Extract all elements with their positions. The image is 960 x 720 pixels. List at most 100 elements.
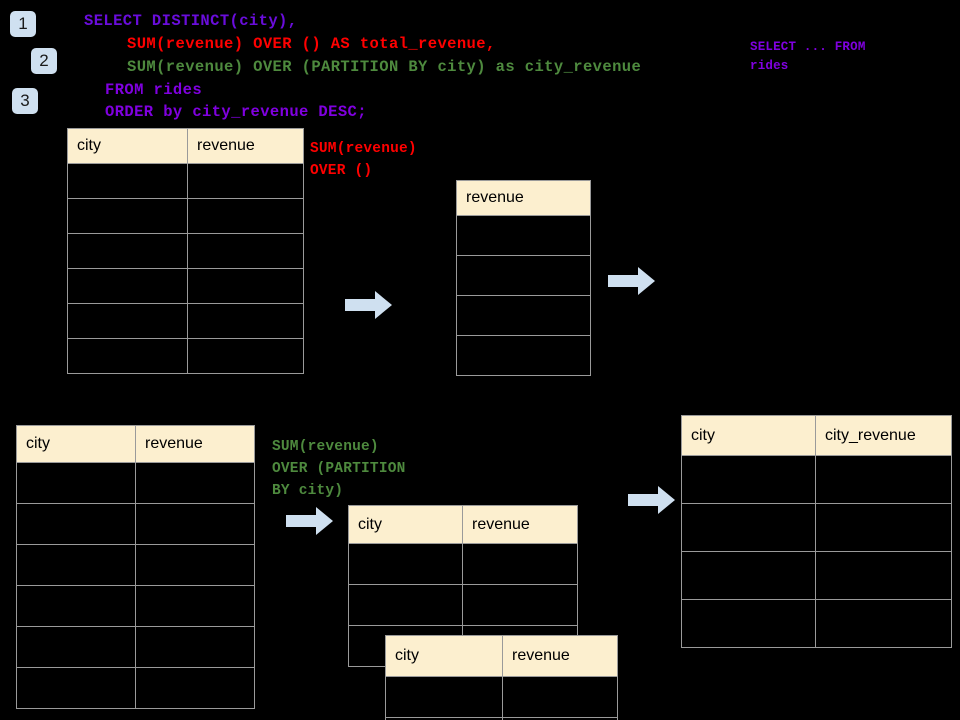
table-cell-empty bbox=[456, 335, 591, 376]
table-row bbox=[681, 503, 952, 552]
table-header-row: revenue bbox=[456, 180, 591, 216]
table-cell-empty bbox=[67, 303, 188, 339]
table-row bbox=[67, 268, 304, 304]
table-cell-empty bbox=[681, 599, 816, 648]
table-cell-empty bbox=[815, 503, 952, 552]
column-header-revenue: revenue bbox=[187, 128, 304, 164]
line-from-rides: FROM rides bbox=[105, 81, 203, 99]
column-header-city: city bbox=[67, 128, 188, 164]
table-row bbox=[681, 455, 952, 504]
table-cell-empty bbox=[135, 544, 255, 586]
table-row bbox=[348, 584, 578, 626]
table-row bbox=[681, 551, 952, 600]
table-cell-empty bbox=[462, 584, 578, 626]
table-cell-empty bbox=[348, 543, 463, 585]
table-cell-empty bbox=[135, 503, 255, 545]
table-row bbox=[16, 626, 255, 668]
table-cell-empty bbox=[187, 198, 304, 234]
note-select-from-rides: SELECT ... FROM rides bbox=[750, 40, 866, 73]
column-header-city: city bbox=[681, 415, 816, 456]
line-sum-over-total: SUM(revenue) OVER () AS total_revenue, bbox=[127, 35, 496, 53]
table-cell-empty bbox=[187, 303, 304, 339]
table-cell-empty bbox=[16, 503, 136, 545]
flow-arrow-top-left bbox=[345, 291, 392, 319]
table-cell-empty bbox=[67, 198, 188, 234]
table-cell-empty bbox=[67, 233, 188, 269]
table-cell-empty bbox=[16, 544, 136, 586]
table-row bbox=[67, 303, 304, 339]
table-cell-empty bbox=[187, 338, 304, 374]
table-cell-empty bbox=[456, 295, 591, 336]
column-header-revenue: revenue bbox=[462, 505, 578, 544]
table-row bbox=[16, 585, 255, 627]
column-header-revenue: revenue bbox=[502, 635, 618, 677]
column-header-city: city bbox=[348, 505, 463, 544]
table-row bbox=[681, 599, 952, 648]
table-row bbox=[456, 295, 591, 336]
table-cell-empty bbox=[187, 268, 304, 304]
table-row bbox=[16, 462, 255, 504]
table-row bbox=[16, 667, 255, 709]
table-row bbox=[67, 163, 304, 199]
table-cell-empty bbox=[135, 667, 255, 709]
table-cell-empty bbox=[681, 455, 816, 504]
line-sum-over-partition: SUM(revenue) OVER (PARTITION BY city) as… bbox=[127, 58, 642, 76]
table-row bbox=[67, 233, 304, 269]
table-row bbox=[348, 543, 578, 585]
line-order-by: ORDER by city_revenue DESC; bbox=[105, 103, 367, 121]
column-header-revenue: revenue bbox=[456, 180, 591, 216]
annot-sum-over-partition: SUM(revenue) OVER (PARTITION BY city) bbox=[272, 439, 406, 499]
table-cell-empty bbox=[681, 503, 816, 552]
flow-arrow-bottom-left bbox=[286, 507, 333, 535]
step-badge-2: 2 bbox=[31, 48, 57, 74]
table-cell-empty bbox=[456, 255, 591, 296]
column-header-city_revenue: city_revenue bbox=[815, 415, 952, 456]
column-header-revenue: revenue bbox=[135, 425, 255, 463]
table-cell-empty bbox=[462, 543, 578, 585]
table-cell-empty bbox=[67, 338, 188, 374]
table-cell-empty bbox=[815, 599, 952, 648]
table-cell-empty bbox=[815, 551, 952, 600]
table-row bbox=[456, 335, 591, 376]
table-cell-empty bbox=[456, 215, 591, 256]
table-cell-empty bbox=[135, 585, 255, 627]
flow-arrow-top-right bbox=[608, 267, 655, 295]
line-select-distinct: SELECT DISTINCT(city), bbox=[84, 12, 298, 30]
table-cell-empty bbox=[187, 233, 304, 269]
column-header-city: city bbox=[16, 425, 136, 463]
table-cell-empty bbox=[16, 667, 136, 709]
table-row bbox=[385, 676, 618, 718]
column-header-city: city bbox=[385, 635, 503, 677]
table-cell-empty bbox=[502, 717, 618, 720]
flow-arrow-bottom-right bbox=[628, 486, 675, 514]
table-cell-empty bbox=[16, 462, 136, 504]
table-cell-empty bbox=[385, 676, 503, 718]
table-row bbox=[67, 338, 304, 374]
table-cell-empty bbox=[135, 626, 255, 668]
step-badge-1: 1 bbox=[10, 11, 36, 37]
table-row bbox=[385, 717, 618, 720]
table-cell-empty bbox=[681, 551, 816, 600]
table-row bbox=[67, 198, 304, 234]
annot-sum-over-empty: SUM(revenue) OVER () bbox=[310, 141, 417, 179]
table-cell-empty bbox=[16, 626, 136, 668]
table-row bbox=[456, 255, 591, 296]
table-cell-empty bbox=[187, 163, 304, 199]
table-cell-empty bbox=[67, 163, 188, 199]
table-row bbox=[456, 215, 591, 256]
table-cell-empty bbox=[16, 585, 136, 627]
table-row bbox=[16, 503, 255, 545]
table-cell-empty bbox=[135, 462, 255, 504]
table-cell-empty bbox=[502, 676, 618, 718]
table-row bbox=[16, 544, 255, 586]
total-revenue-table: revenue bbox=[456, 180, 591, 376]
